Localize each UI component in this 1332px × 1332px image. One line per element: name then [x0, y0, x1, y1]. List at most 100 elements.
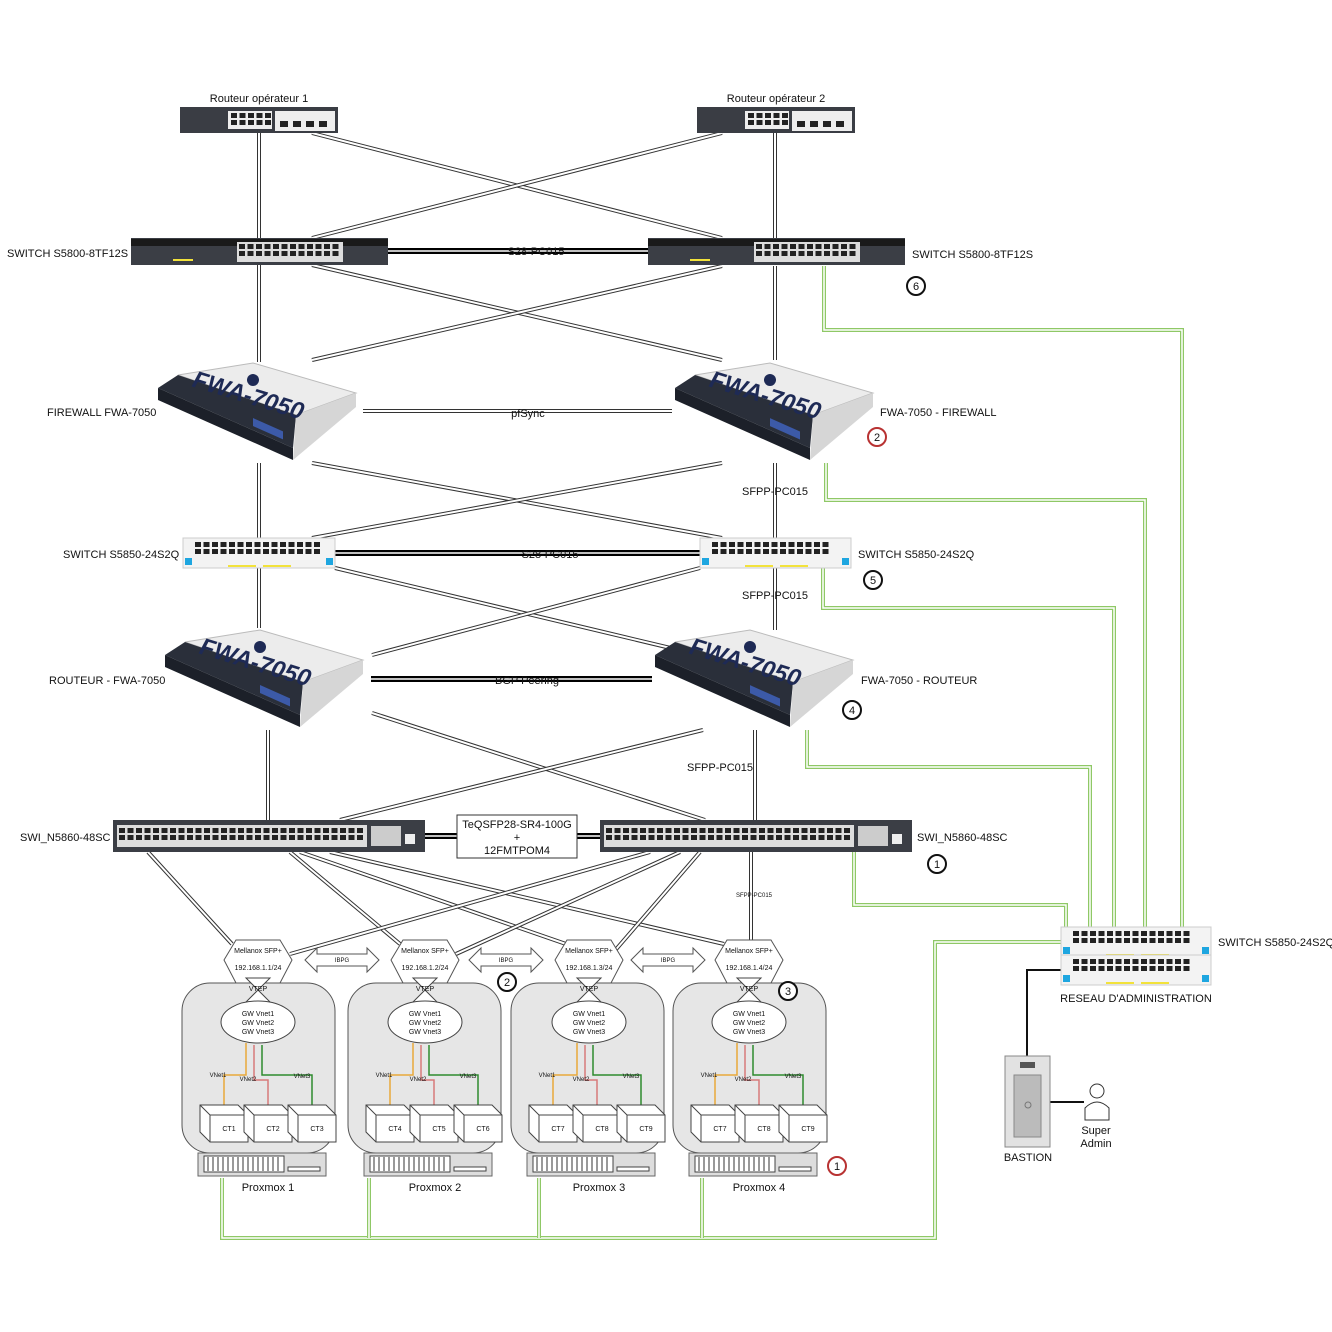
gw-label: GW Vnet3	[242, 1029, 274, 1036]
gateway-ellipse	[551, 1000, 627, 1044]
container-3	[616, 1104, 666, 1143]
port	[1090, 938, 1096, 943]
port	[255, 835, 261, 840]
port	[306, 121, 314, 127]
marker-number: 2	[504, 977, 510, 989]
port	[729, 549, 735, 554]
port	[756, 244, 762, 249]
port	[239, 244, 245, 249]
port	[814, 549, 820, 554]
proxmox-label: Proxmox 1	[242, 1182, 295, 1194]
port	[119, 835, 125, 840]
port	[665, 828, 672, 833]
port	[203, 549, 210, 554]
port	[288, 542, 295, 547]
port	[271, 549, 278, 554]
port	[195, 542, 201, 547]
port	[1141, 959, 1147, 964]
port	[810, 121, 818, 127]
gw-label: GW Vnet3	[409, 1029, 441, 1036]
admin-link-inner	[822, 568, 1115, 927]
container-label: CT8	[757, 1126, 770, 1133]
vnet-label: VNet2	[573, 1077, 590, 1083]
container-2	[409, 1104, 459, 1143]
port	[797, 542, 803, 547]
port	[1141, 931, 1147, 936]
gw-label: GW Vnet2	[573, 1020, 605, 1027]
port	[170, 835, 176, 840]
port	[606, 828, 612, 833]
container-cube	[365, 1104, 415, 1143]
bastion-server	[1004, 1055, 1051, 1148]
bastion-drive	[1020, 1062, 1035, 1068]
port	[756, 120, 763, 125]
firewall-fwa-7050-right: FWA-7050	[675, 362, 875, 460]
container-cube	[616, 1104, 666, 1143]
gateway-ellipse	[711, 1000, 787, 1044]
container-cube	[734, 1104, 784, 1143]
port	[319, 121, 327, 127]
port	[212, 828, 219, 833]
port	[1149, 931, 1156, 936]
port	[805, 549, 812, 554]
marker-circle	[927, 854, 947, 874]
port	[737, 549, 744, 554]
gw-label: GW Vnet1	[409, 1011, 441, 1018]
link-inner	[455, 851, 681, 955]
port	[725, 828, 731, 833]
fw-front-lower	[655, 655, 790, 727]
port	[212, 549, 218, 554]
port	[648, 828, 655, 833]
marker-circle	[497, 972, 517, 992]
mellanox-nic	[390, 939, 460, 984]
port	[263, 542, 269, 547]
port	[841, 251, 847, 256]
port	[239, 120, 246, 125]
octopus-logo-icon	[247, 374, 259, 386]
port	[178, 835, 185, 840]
container-label: CT9	[801, 1126, 814, 1133]
cable-label: 12FMTPOM4	[484, 845, 550, 857]
switch-n5860-left	[113, 820, 425, 852]
port	[1107, 966, 1113, 971]
port	[280, 549, 286, 554]
port	[797, 549, 803, 554]
port	[763, 542, 769, 547]
port	[290, 244, 296, 249]
admin-link-inner	[806, 730, 1091, 927]
container-label: CT9	[639, 1126, 652, 1133]
gw-label: GW Vnet2	[409, 1020, 441, 1027]
port	[750, 828, 757, 833]
port	[827, 835, 833, 840]
step-marker: 6	[906, 276, 926, 296]
port	[307, 244, 313, 249]
gw-label: GW Vnet1	[242, 1011, 274, 1018]
vnet-label: VNet1	[210, 1073, 227, 1079]
ibpg-arrow	[468, 946, 544, 974]
link-inner	[299, 851, 567, 945]
gw-label: GW Vnet3	[733, 1029, 765, 1036]
port	[1158, 931, 1164, 936]
marker-circle	[867, 427, 887, 447]
port	[640, 835, 646, 840]
mellanox-nic	[223, 939, 293, 984]
plus-label: +	[514, 832, 520, 844]
port	[631, 835, 638, 840]
s5800-interlink-label: S28-PC015	[508, 246, 565, 258]
container-label: CT2	[266, 1126, 279, 1133]
port	[836, 121, 844, 127]
port	[307, 251, 313, 256]
user-label-line2: Admin	[1080, 1138, 1111, 1150]
container-cube	[453, 1104, 503, 1143]
firewall-fwa-7050-left: FWA-7050	[158, 362, 358, 460]
gateway-ellipse	[220, 1000, 296, 1044]
vtep-icon	[411, 977, 439, 1003]
port	[324, 244, 330, 249]
vnet-label: VNet2	[735, 1077, 752, 1083]
port	[1166, 959, 1173, 964]
sfpp-label-4: SFPP-PC015	[736, 893, 773, 899]
port	[246, 835, 253, 840]
s5850-interlink-label: S28-PC015	[522, 549, 579, 561]
container-label: CT5	[432, 1126, 445, 1133]
